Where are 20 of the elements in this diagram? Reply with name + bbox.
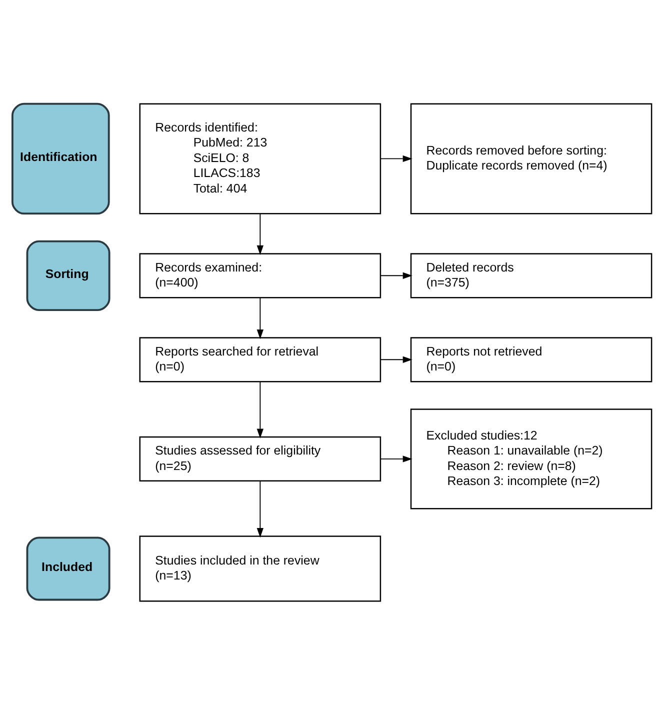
node-box: Studies assessed for eligibility (n=25): [139, 436, 382, 482]
node-box: Records examined: (n=400): [139, 253, 382, 298]
node-box: Included: [26, 536, 110, 601]
node-box: Sorting: [26, 240, 110, 311]
node-box: Excluded studies:12 Reason 1: unavailable (n=2) Reason 2: review (n=8) Reason 3: incomplete (n=2): [410, 408, 652, 510]
node-box: Reports searched for retrieval (n=0): [139, 337, 382, 382]
arrow: [256, 297, 264, 340]
arrow: [380, 155, 412, 162]
node-box: Studies included in the review (n=13): [139, 536, 382, 602]
node-box: Deleted records (n=375): [410, 253, 652, 298]
arrow: [256, 480, 264, 538]
arrow: [380, 272, 412, 279]
node-box: Records removed before sorting: Duplicate records removed (n=4): [410, 103, 652, 214]
node-box: Records identified: PubMed: 213 SciELO: 8 LILACS:183 Total: 404: [139, 103, 382, 214]
arrow: [256, 381, 264, 438]
arrow: [256, 213, 264, 255]
node-box: Identification: [11, 102, 110, 215]
arrow: [380, 456, 412, 462]
node-box: Reports not retrieved (n=0): [410, 337, 652, 382]
arrow: [380, 356, 412, 363]
